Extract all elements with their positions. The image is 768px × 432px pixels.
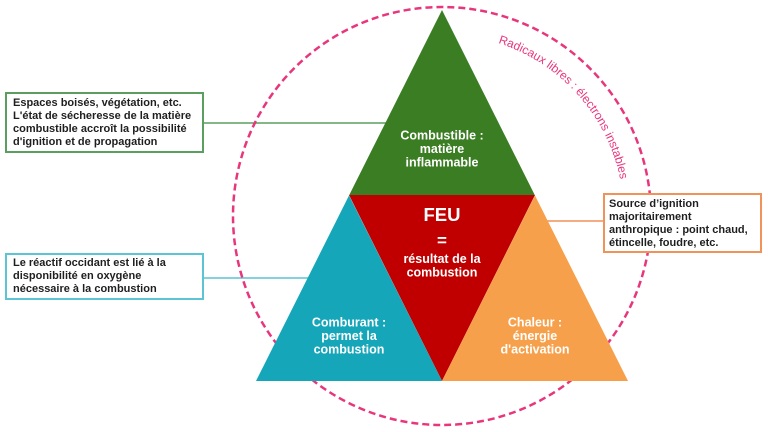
callout-line: étincelle, foudre, etc. [609, 237, 719, 249]
callout-line: majoritairement [609, 211, 692, 223]
chaleur-label-line: Chaleur : [508, 316, 562, 330]
callout-line: Le réactif occidant est lié à la [13, 257, 166, 269]
comburant-label: Comburant : permet la combustion [312, 316, 386, 357]
triangle-comburant [256, 195, 442, 381]
free-radicals-label-text: Radicaux libres : électrons instables [497, 32, 631, 180]
callout-line: disponibilité en oxygène [13, 270, 142, 282]
callout-line: anthropique : point chaud, [609, 224, 748, 236]
chaleur-label-line: énergie [513, 329, 558, 343]
feu-title: FEU [424, 204, 461, 225]
feu-label: FEU = résultat de la combustion [403, 204, 481, 280]
callout-combustible: Espaces boisés, végétation, etc. L'état … [5, 92, 204, 153]
combustible-label-line: Combustible : [400, 129, 483, 143]
feu-equals-sign: = [437, 231, 447, 250]
callout-line: Source d’ignition [609, 198, 699, 210]
comburant-label-line: permet la [321, 329, 378, 343]
comburant-label-line: Comburant : [312, 316, 386, 330]
callout-line: Espaces boisés, végétation, etc. [13, 97, 182, 109]
combustible-label-line: matière [420, 142, 465, 156]
feu-label-line: résultat de la [403, 252, 481, 266]
comburant-label-line: combustion [314, 343, 385, 357]
callout-line: combustible accroît la possibilité [13, 123, 187, 135]
callout-chaleur: Source d’ignition majoritairement anthro… [603, 193, 762, 253]
combustible-label-line: inflammable [406, 156, 479, 170]
chaleur-label: Chaleur : énergie d'activation [501, 316, 570, 357]
callout-comburant: Le réactif occidant est lié à la disponi… [5, 253, 204, 300]
triangle-chaleur [442, 195, 628, 381]
triangle-combustible [349, 10, 535, 196]
callout-line: L'état de sécheresse de la matière [13, 110, 192, 122]
feu-label-line: combustion [407, 266, 478, 280]
free-radicals-label: Radicaux libres : électrons instables [497, 32, 631, 180]
combustible-label: Combustible : matière inflammable [400, 129, 483, 170]
triangle-feu [349, 195, 535, 381]
callout-line: d'ignition et de propagation [13, 136, 158, 148]
callout-line: nécessaire à la combustion [13, 283, 157, 295]
chaleur-label-line: d'activation [501, 343, 570, 357]
